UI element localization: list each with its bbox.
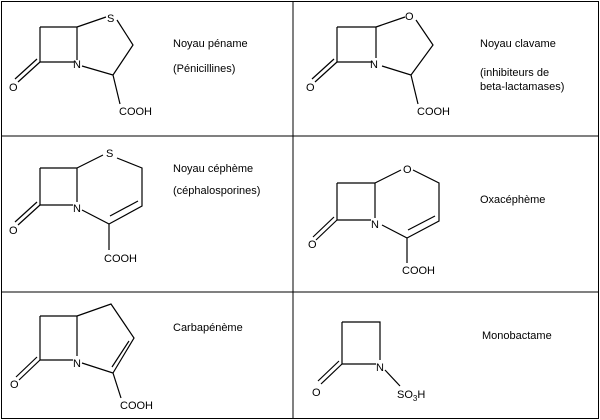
nitrogen-atom: N [370,59,378,71]
oxacephem-label: Oxacéphème [480,194,545,206]
carboxyl-group: COOH [104,253,137,265]
oxygen-atom: O [312,387,321,399]
carboxyl-group: COOH [120,400,153,412]
cephem-structure: S N O COOH [9,148,143,265]
penam-structure: S N O COOH [9,13,152,118]
oxygen-ring-atom: O [405,11,414,23]
sulfonic-acid-group: SO3H [397,389,425,403]
sulfur-atom: S [106,148,113,160]
oxygen-atom: O [306,82,315,94]
oxygen-atom: O [9,82,18,94]
oxacephem-structure: O N O COOH [308,164,440,277]
carboxyl-group: COOH [402,265,435,277]
penam-sublabel: (Pénicillines) [173,63,235,75]
clavam-label: Noyau clavame [480,38,556,50]
oxygen-atom: O [308,239,317,251]
carbapenem-label: Carbapénème [173,322,243,334]
carboxyl-group: COOH [119,106,152,118]
clavam-sublabel-1: (inhibiteurs de [480,67,549,79]
nitrogen-atom: N [376,362,384,374]
nitrogen-atom: N [371,219,379,231]
nitrogen-atom: N [73,203,81,215]
carboxyl-group: COOH [417,106,450,118]
clavam-structure: O N O COOH [306,11,450,118]
clavam-sublabel-2: beta-lactamases) [480,81,564,93]
carbapenem-structure: N O COOH [10,303,153,412]
cephem-sublabel: (céphalosporines) [173,185,260,197]
monobactam-label: Monobactame [482,330,552,342]
monobactam-structure: N O SO3H [312,321,425,403]
sulfur-atom: S [107,13,114,25]
oxygen-atom: O [9,225,18,237]
oxygen-atom: O [10,379,19,391]
cephem-label: Noyau céphème [173,163,253,175]
nitrogen-atom: N [73,59,81,71]
nitrogen-atom: N [73,358,81,370]
oxygen-ring-atom: O [403,164,412,176]
penam-label: Noyau péname [173,38,248,50]
